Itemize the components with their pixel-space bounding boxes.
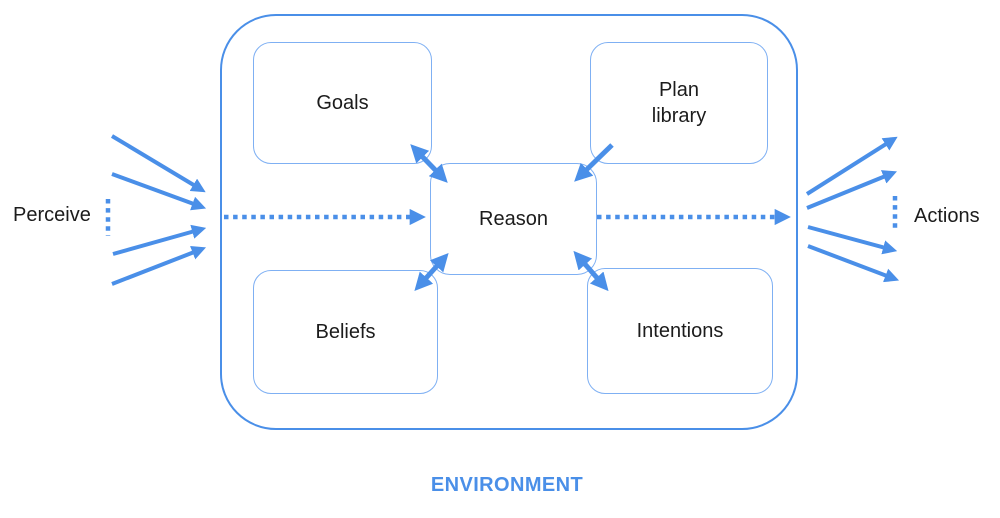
environment-boundary-box (220, 14, 798, 430)
actions-label: Actions (914, 205, 980, 227)
action-arrow-1 (805, 136, 898, 196)
perceive-arrow-4 (111, 245, 207, 286)
node-reason: Reason (430, 163, 597, 275)
node-goals-label: Goals (316, 92, 369, 114)
node-goals: Goals (253, 42, 432, 164)
environment-label: ENVIRONMENT (430, 474, 584, 496)
action-arrow-3 (807, 225, 898, 255)
perceive-arrow-2 (111, 172, 207, 211)
node-beliefs: Beliefs (253, 270, 438, 394)
node-reason-label: Reason (479, 208, 548, 230)
node-intentions-label: Intentions (636, 320, 724, 342)
action-arrow-4 (807, 244, 900, 283)
perceive-label: Perceive (13, 204, 91, 226)
node-intentions: Intentions (587, 268, 773, 394)
action-arrow-2 (806, 170, 898, 210)
node-plan-library-label: Plan library (651, 79, 707, 127)
perceive-arrow-1 (110, 134, 206, 193)
node-plan-library: Plan library (590, 42, 768, 164)
perceive-arrow-3 (112, 224, 207, 256)
node-beliefs-label: Beliefs (315, 321, 376, 343)
